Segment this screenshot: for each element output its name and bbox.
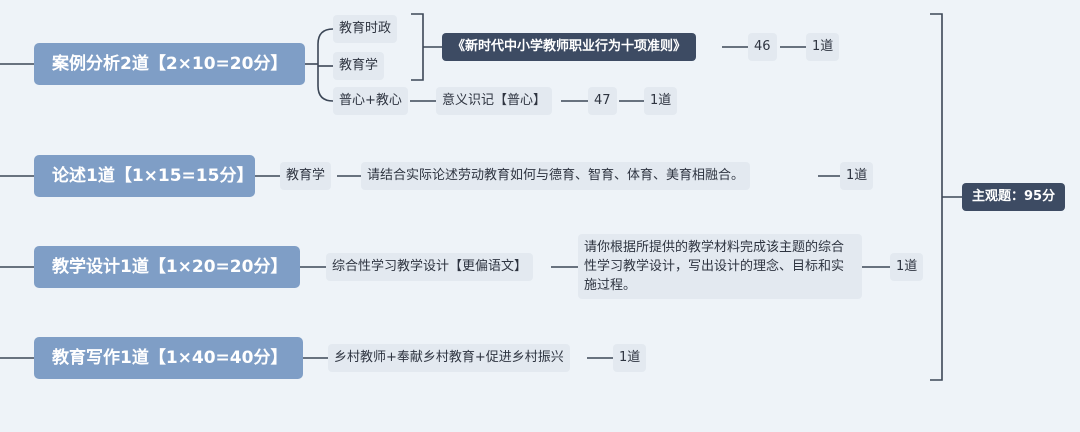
design-subject[interactable]: 综合性学习教学设计【更偏语文】: [326, 253, 534, 281]
writing-topic[interactable]: 乡村教师+奉献乡村教育+促进乡村振兴: [328, 344, 570, 372]
design-count[interactable]: 1道: [890, 253, 924, 281]
case2-topic[interactable]: 意义识记【普心】: [436, 87, 553, 115]
branch-writing[interactable]: 教育写作1道【1×40=40分】: [34, 337, 303, 379]
case-document[interactable]: 《新时代中小学教师职业行为十项准则》: [442, 33, 697, 61]
child-psychology[interactable]: 普心+教心: [333, 87, 408, 115]
branch-essay[interactable]: 论述1道【1×15=15分】: [34, 155, 255, 197]
case2-count[interactable]: 1道: [644, 87, 678, 115]
essay-count[interactable]: 1道: [840, 162, 874, 190]
branch-case-analysis[interactable]: 案例分析2道【2×10=20分】: [34, 43, 305, 85]
case1-count[interactable]: 1道: [806, 33, 840, 61]
root-node[interactable]: 主观题：95分: [962, 183, 1066, 211]
child-pedagogy[interactable]: 教育学: [333, 52, 385, 80]
essay-subject[interactable]: 教育学: [280, 162, 332, 190]
child-education-current-affairs[interactable]: 教育时政: [333, 15, 398, 43]
writing-count[interactable]: 1道: [613, 344, 647, 372]
case1-number[interactable]: 46: [748, 33, 777, 61]
branch-teaching-design[interactable]: 教学设计1道【1×20=20分】: [34, 246, 300, 288]
essay-question[interactable]: 请结合实际论述劳动教育如何与德育、智育、体育、美育相融合。: [361, 162, 751, 190]
case2-number[interactable]: 47: [588, 87, 617, 115]
design-question[interactable]: 请你根据所提供的教学材料完成该主题的综合性学习教学设计，写出设计的理念、目标和实…: [578, 234, 862, 299]
